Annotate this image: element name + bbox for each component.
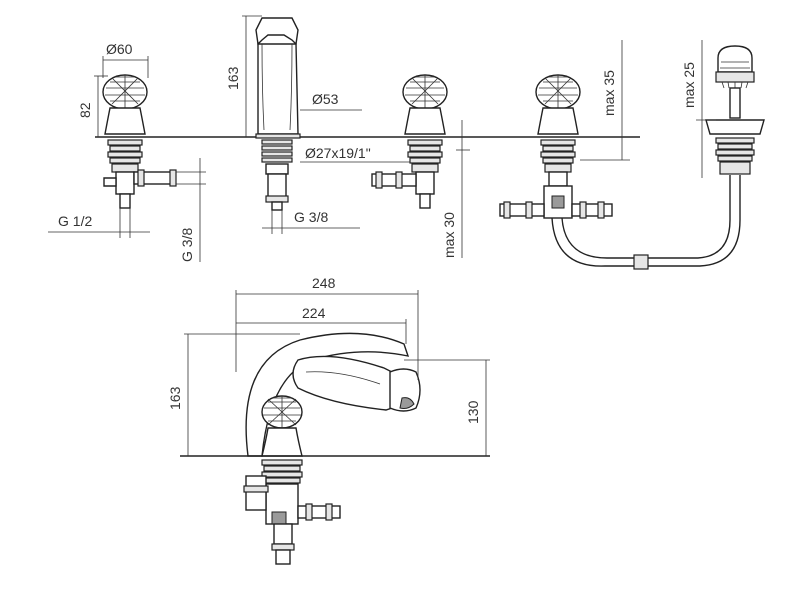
dim-g38-b: G 3/8 [294, 209, 328, 225]
dim-h163-top: 163 [225, 66, 241, 90]
dim-g12: G 1/2 [58, 213, 92, 229]
valve-handle-left [102, 74, 177, 209]
dim-max25: max 25 [681, 62, 697, 108]
dim-d53: Ø53 [312, 91, 339, 107]
dim-g38-a: G 3/8 [179, 228, 195, 262]
dim-w224: 224 [302, 305, 326, 321]
valve-handle-middle [371, 74, 448, 209]
dim-thread: Ø27x19/1" [305, 145, 371, 161]
diverter-handle [499, 74, 613, 219]
dim-max35: max 35 [601, 70, 617, 116]
central-spout [255, 17, 301, 211]
shower-hose [551, 175, 741, 267]
shower-hose-inner [561, 175, 731, 259]
hand-shower-holder [705, 45, 765, 175]
dim-h163-bottom: 163 [167, 386, 183, 410]
dim-h82: 82 [77, 102, 93, 118]
dim-d60: Ø60 [106, 41, 133, 57]
hose-coupling [633, 254, 649, 270]
dim-h130: 130 [465, 400, 481, 424]
dim-max30: max 30 [441, 212, 457, 258]
dim-w248: 248 [312, 275, 336, 291]
bath-mixer-assembly [243, 332, 421, 565]
